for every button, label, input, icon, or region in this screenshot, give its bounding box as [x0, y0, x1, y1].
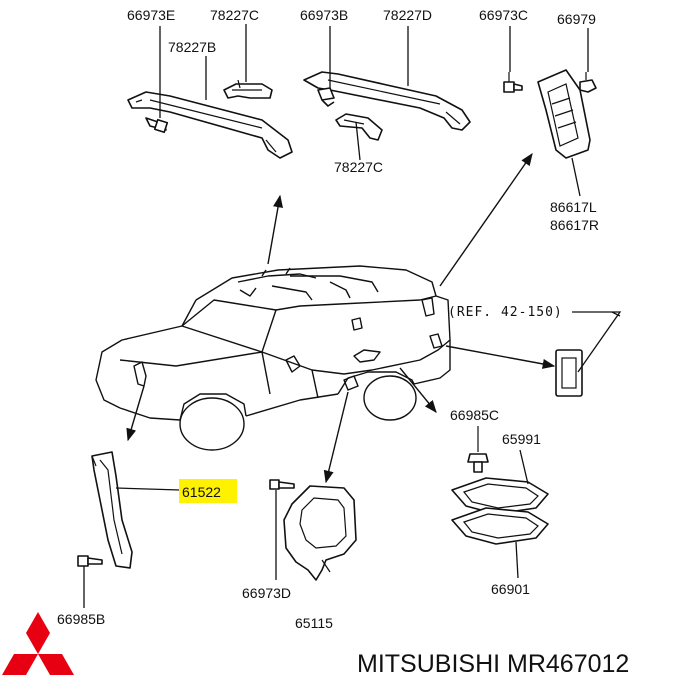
leader-lines [159, 24, 589, 197]
bolt-66985c [467, 426, 489, 473]
bolt-66985b [77, 555, 103, 608]
label-65991: 65991 [502, 431, 541, 447]
label-66973d: 66973D [242, 585, 291, 601]
fuel-lid-assembly [269, 479, 357, 581]
part-labels: 66973E 78227C 66973B 78227D 66973C 66979… [57, 7, 599, 631]
label-66973b: 66973B [300, 7, 348, 23]
label-ref-42-150: (REF. 42-150) [448, 305, 563, 320]
label-66973e: 66973E [127, 7, 175, 23]
arrow-to-mudguard-bracket [126, 385, 145, 442]
bracket-61522 [91, 451, 133, 569]
quarter-panel-assembly [503, 69, 597, 159]
bolt-66973e [145, 117, 169, 134]
roof-rail-left-assembly [127, 79, 293, 159]
bolt-66973b [317, 87, 335, 107]
arrow-to-trim-panel [439, 152, 533, 287]
arrow-to-roof-rails [267, 194, 283, 265]
arrow-to-gasket [399, 367, 437, 413]
mitsubishi-logo-icon [2, 612, 74, 675]
label-66979: 66979 [557, 11, 596, 27]
label-78227d: 78227D [383, 7, 432, 23]
label-78227c-mid: 78227C [334, 159, 383, 175]
bolt-66973d [269, 479, 295, 490]
callout-arrows [126, 152, 556, 484]
label-86617l: 86617L [550, 199, 597, 215]
vehicle-outline [95, 265, 451, 451]
clip-66979 [579, 72, 597, 93]
label-66973c: 66973C [479, 7, 528, 23]
bolt-66973c [503, 72, 523, 93]
arrow-to-ref-part [445, 345, 556, 369]
roof-rail-78227b [127, 91, 293, 159]
label-65115: 65115 [295, 615, 333, 631]
roof-rail-right-assembly [303, 71, 471, 141]
label-66985b: 66985B [57, 611, 105, 627]
label-86617r: 86617R [550, 217, 599, 233]
highlight-61522 [179, 479, 237, 503]
gasket-66901 [451, 507, 549, 545]
cover-78227c-top [223, 79, 273, 99]
label-78227c-top: 78227C [210, 7, 259, 23]
label-78227b: 78227B [168, 39, 216, 55]
label-66985c: 66985C [450, 407, 499, 423]
label-61522: 61522 [182, 484, 221, 500]
ref-part-42-150 [555, 311, 622, 397]
brand-part-number: MITSUBISHI MR467012 [357, 650, 629, 678]
gasket-assembly [451, 426, 549, 579]
bracket-assembly [77, 451, 181, 608]
arrow-to-fuel-lid [323, 391, 349, 484]
label-66901: 66901 [491, 581, 530, 597]
cover-78227c-mid [335, 113, 383, 141]
